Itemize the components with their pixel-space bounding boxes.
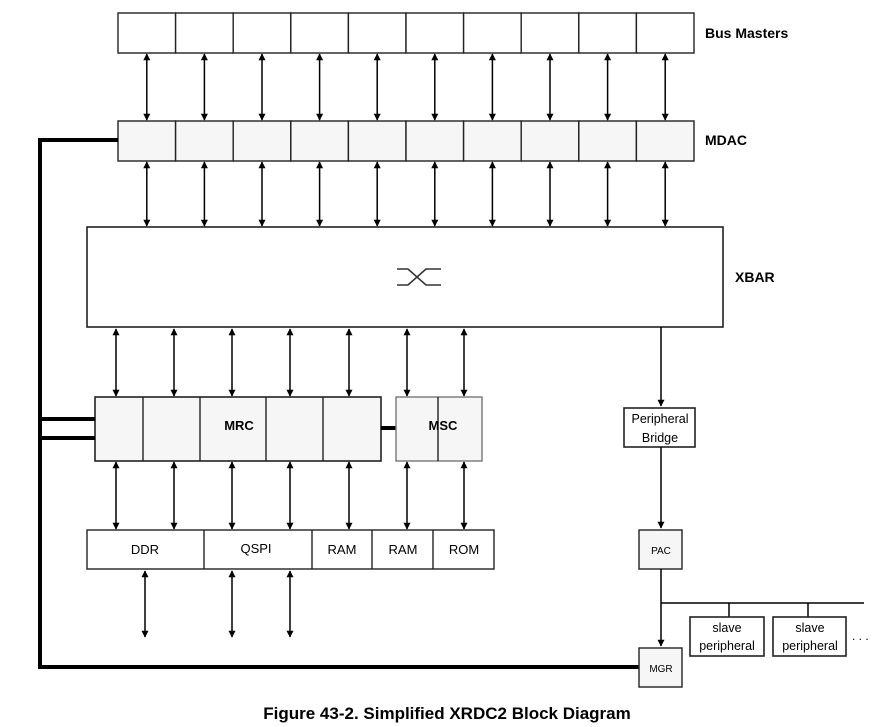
mdac-cell <box>520 120 580 162</box>
mdac-cell <box>174 120 234 162</box>
crossbar-icon <box>397 268 441 286</box>
xbar-block <box>86 226 724 328</box>
bus-master-cell <box>405 12 465 54</box>
bus-master-cell <box>635 12 695 54</box>
slave-peripheral-1 <box>689 616 765 657</box>
msc-block <box>395 396 483 462</box>
bus-master-cell <box>462 12 522 54</box>
bus-master-cell <box>290 12 350 54</box>
mdac-cell <box>347 120 407 162</box>
slave-peripheral-2-line2: peripheral <box>782 639 838 653</box>
memory-ram-1: RAM <box>328 542 357 557</box>
arrows-bus-masters-to-mdac <box>143 53 669 121</box>
bus-master-cell <box>578 12 638 54</box>
mdac-cell <box>232 120 292 162</box>
more-peripherals-ellipsis: . . . <box>852 629 869 643</box>
mdac-cell <box>462 120 522 162</box>
mdac-cell <box>290 120 350 162</box>
arrows-xbar-to-mrc-msc <box>112 328 468 397</box>
mdac-cell <box>117 120 177 162</box>
peripheral-bridge-line1: Peripheral <box>632 412 689 426</box>
memory-qspi: QSPI <box>240 541 271 556</box>
bus-masters-row <box>117 12 695 54</box>
management-bus <box>38 138 639 669</box>
bus-master-cell <box>117 12 177 54</box>
peripheral-bus <box>661 602 864 617</box>
bus-master-cell <box>520 12 580 54</box>
bus-master-cell <box>232 12 292 54</box>
peripheral-bridge-block <box>623 407 696 448</box>
bus-masters-label: Bus Masters <box>705 25 788 41</box>
memory-ram-2: RAM <box>389 542 418 557</box>
arrows-memories-external <box>141 570 294 638</box>
mgr-label: MGR <box>649 664 672 675</box>
slave-peripheral-2 <box>772 616 847 657</box>
slave-peripheral-2-line1: slave <box>795 621 824 635</box>
figure-caption: Figure 43-2. Simplified XRDC2 Block Diag… <box>263 704 630 723</box>
mrc-block <box>94 396 382 462</box>
pac-label: PAC <box>651 546 671 557</box>
bus-master-cell <box>174 12 234 54</box>
memory-rom: ROM <box>449 542 479 557</box>
slave-peripheral-1-line1: slave <box>712 621 741 635</box>
memory-ddr: DDR <box>131 542 159 557</box>
mgr-block <box>638 647 683 688</box>
xbar-label: XBAR <box>735 269 775 285</box>
pac-block <box>638 529 683 570</box>
mdac-cell <box>578 120 638 162</box>
peripheral-bridge-line2: Bridge <box>642 431 678 445</box>
msc-label: MSC <box>429 418 459 433</box>
bus-master-cell <box>347 12 407 54</box>
arrows-mdac-to-xbar <box>143 161 669 227</box>
mrc-label: MRC <box>224 418 254 433</box>
mdac-row <box>117 120 695 162</box>
arrows-mrc-to-memories <box>112 461 468 530</box>
mdac-cell <box>405 120 465 162</box>
mdac-label: MDAC <box>705 132 747 148</box>
mdac-cell <box>635 120 695 162</box>
memories-row <box>86 529 495 570</box>
slave-peripheral-1-line2: peripheral <box>699 639 755 653</box>
